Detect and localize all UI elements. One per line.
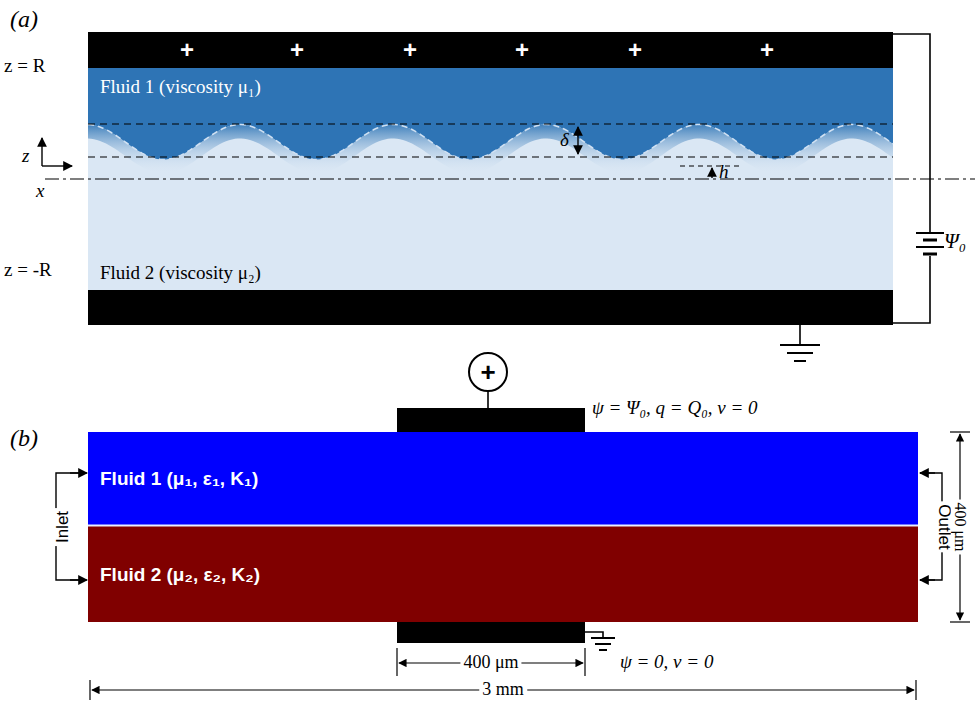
charge-sign: + xyxy=(628,35,642,65)
dimension-label: 400 μm xyxy=(460,653,521,673)
ground-symbol xyxy=(794,360,806,362)
dimension-tick xyxy=(584,648,585,676)
ground-symbol xyxy=(595,643,611,645)
charge-sign: + xyxy=(290,35,304,65)
boundary-condition: ψ = 0, v = 0 xyxy=(620,652,713,673)
axis-label: z xyxy=(22,146,29,167)
inlet-arrow xyxy=(70,472,87,473)
dimension-tick xyxy=(950,621,970,622)
battery-plate xyxy=(916,246,944,248)
h-arrow xyxy=(711,168,712,178)
source-circle: + xyxy=(468,352,508,392)
dimension-tick xyxy=(950,431,970,432)
ground-symbol xyxy=(591,637,615,639)
dimension-label: 400 μm xyxy=(951,499,969,554)
crest-line xyxy=(88,123,893,124)
fluid-label: Fluid 1 (μ₁, ε₁, K₁) xyxy=(100,468,258,490)
interface-line xyxy=(88,525,918,527)
battery-plate xyxy=(923,253,937,256)
boundary-label: z = R xyxy=(4,56,45,77)
ground-symbol xyxy=(780,344,820,346)
amplitude-label: δ xyxy=(560,130,569,151)
charge-sign: + xyxy=(515,35,529,65)
mean-level-line xyxy=(680,165,740,166)
dimension-tick xyxy=(915,680,916,700)
ground-wire xyxy=(799,325,801,345)
wire xyxy=(893,256,930,323)
x-axis xyxy=(42,165,72,166)
wire xyxy=(893,34,930,232)
inlet-arrow xyxy=(70,579,87,580)
bottom-electrode xyxy=(397,622,585,643)
boundary-condition: ψ = Ψ₀, q = Q₀, v = 0 xyxy=(592,398,758,419)
outlet-arrow xyxy=(920,472,935,473)
bottom-electrode xyxy=(88,290,893,325)
axis-label: x xyxy=(36,181,44,202)
ground-symbol xyxy=(787,352,813,354)
electrode-band: + + + + + + xyxy=(88,32,893,68)
trough-line xyxy=(88,156,893,157)
wire xyxy=(487,392,489,408)
interface-wave xyxy=(88,125,893,160)
boundary-label: z = -R xyxy=(4,260,52,281)
voltage-label: Ψ₀ xyxy=(944,230,966,253)
charge-sign: + xyxy=(180,35,194,65)
fluid-domain: Fluid 2 (μ₂, ε₂, K₂) xyxy=(88,527,918,622)
fluid-domain: Fluid 1 (μ₁, ε₁, K₁) xyxy=(88,432,918,525)
top-electrode xyxy=(88,32,893,68)
interface-gradient xyxy=(88,125,893,174)
z-axis xyxy=(41,138,42,166)
fluid-label: Fluid 2 (μ₂, ε₂, K₂) xyxy=(100,564,260,586)
battery-plate xyxy=(916,232,944,234)
dimension-label: 3 mm xyxy=(479,680,527,700)
dimension-tick xyxy=(89,680,90,700)
inlet-label: Inlet xyxy=(54,508,73,546)
height-label: h xyxy=(719,162,729,183)
battery-plate xyxy=(923,239,937,242)
panel-label: (b) xyxy=(10,425,38,451)
outlet-arrow xyxy=(920,579,935,580)
panel-label: (a) xyxy=(10,6,38,32)
polarity-sign: + xyxy=(480,359,495,385)
delta-arrow xyxy=(577,127,578,154)
top-electrode xyxy=(397,408,585,432)
fluid-1-domain xyxy=(88,432,918,526)
ground-symbol xyxy=(599,649,607,651)
fluid-2-domain xyxy=(88,526,918,622)
fluid-band: Fluid 1 (viscosity μ₁) xyxy=(88,68,893,118)
fluid-band: Fluid 2 (viscosity μ₂) xyxy=(88,196,893,290)
fluid-label: Fluid 2 (viscosity μ₂) xyxy=(100,262,261,284)
dimension-tick xyxy=(396,648,397,676)
center-line xyxy=(45,178,975,179)
charge-sign: + xyxy=(760,35,774,65)
charge-sign: + xyxy=(403,35,417,65)
fluid-label: Fluid 1 (viscosity μ₁) xyxy=(100,76,261,98)
